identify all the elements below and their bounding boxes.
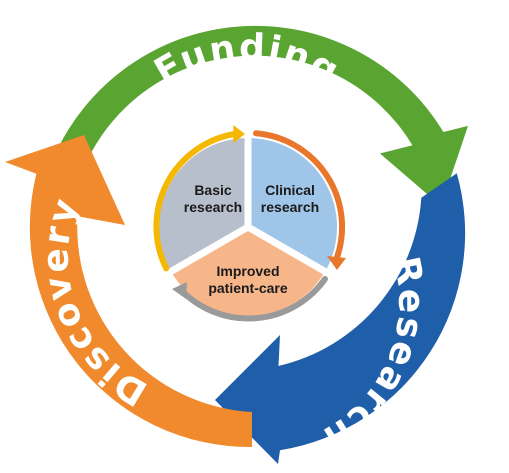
- outer-cycle: [5, 25, 468, 464]
- improved-patient-care-label-line2: patient-care: [208, 280, 288, 296]
- funding-arrow: [53, 25, 468, 207]
- basic-research-label-line2: research: [184, 199, 242, 215]
- basic-research-label-line1: Basic: [194, 182, 232, 198]
- clinical-to-patient-arrow: [253, 130, 346, 263]
- basic-to-clinical-arrow: [153, 131, 237, 272]
- patient-to-basic-arrowhead: [172, 282, 187, 299]
- sector-divider: [246, 223, 332, 278]
- basic-to-clinical-arrowhead: [233, 125, 245, 143]
- sector-divider: [164, 223, 250, 278]
- discovery-arrow: [5, 135, 252, 448]
- inner-cycle: Basic research Clinical research Improve…: [153, 125, 346, 322]
- improved-patient-care-label-line1: Improved: [216, 263, 279, 279]
- clinical-research-label-line2: research: [261, 199, 319, 215]
- patient-to-basic-arrow: [179, 276, 328, 322]
- clinical-research-label-line1: Clinical: [265, 182, 315, 198]
- research-arrow: [215, 173, 466, 464]
- clinical-to-patient-arrowhead: [327, 256, 346, 270]
